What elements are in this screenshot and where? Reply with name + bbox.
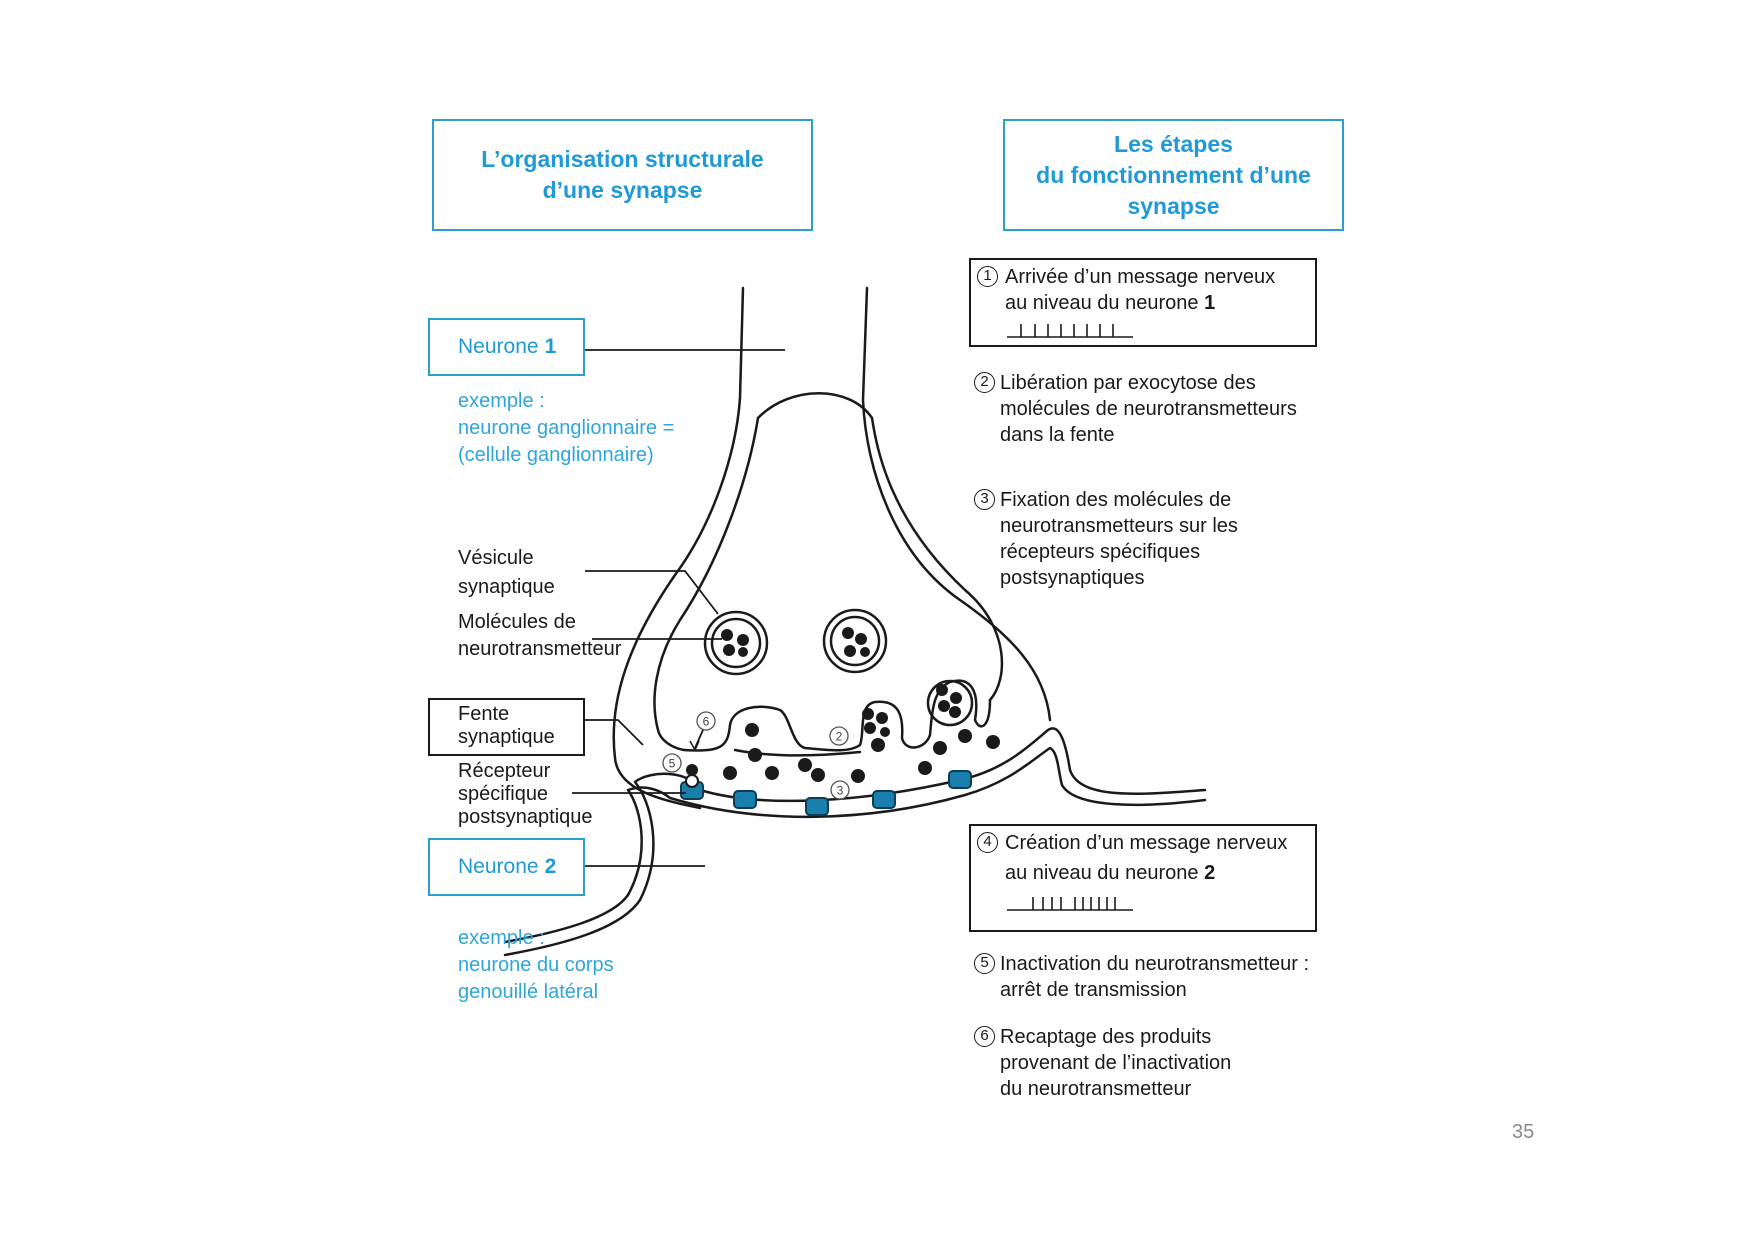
step-2-number: 2 [974, 372, 995, 393]
marker-5: 5 [669, 757, 676, 771]
step-1-line1: Arrivée d’un message nerveux [1005, 266, 1276, 288]
step-4-line1: Création d’un message nerveux [1005, 832, 1288, 854]
label-molecules: Molécules de neurotransmetteur [458, 609, 621, 663]
step-4-bold-number: 2 [1204, 862, 1216, 884]
label-fente-line1: Fente [458, 703, 510, 725]
postsynaptic-membrane-inner [626, 746, 1207, 897]
step-3-number: 3 [974, 489, 995, 510]
presynaptic-outer-membrane [612, 286, 745, 810]
vesicle-1-inner [710, 617, 762, 669]
action-potential-ticks-2 [1007, 897, 1133, 911]
step-5-line1: Inactivation du neurotransmetteur : [1000, 953, 1310, 975]
step-3: 3 Fixation des molécules de neurotransme… [970, 487, 1238, 591]
neurone2-number: 2 [544, 855, 557, 878]
vesicle-1-outer [703, 610, 769, 676]
inner-fold [733, 748, 862, 757]
neurone2-example-line1: exemple : [458, 927, 545, 949]
neurone1-example-line2: neurone ganglionnaire = [458, 417, 675, 439]
neurone1-number: 1 [544, 335, 557, 358]
title-etapes-line3: synapse [1127, 192, 1220, 219]
label-recepteur-line1: Récepteur [458, 760, 551, 782]
label-fente-box: Fente synaptique [428, 698, 585, 756]
step-4-number: 4 [977, 832, 998, 853]
neurone2-label: Neurone [458, 855, 539, 878]
step-3-line3: récepteurs spécifiques [1000, 541, 1201, 563]
label-vesicule: Vésicule synaptique [458, 544, 555, 602]
vesicle-2-outer [822, 608, 888, 674]
step-2-line3: dans la fente [1000, 424, 1115, 446]
neurone2-axon-inner [503, 893, 630, 944]
label-recepteur-line2: spécifique [458, 783, 549, 805]
presynaptic-bottom-membrane [682, 679, 992, 752]
step-6-line3: du neurotransmetteur [1000, 1078, 1192, 1100]
neurotransmitter-molecules [686, 627, 1000, 783]
step-6-line2: provenant de l’inactivation [1000, 1052, 1232, 1074]
label-molecules-line2: neurotransmetteur [458, 638, 622, 660]
receptor-bound-molecule [685, 774, 699, 788]
vesicle-3-outer [926, 679, 974, 727]
presynaptic-inner-membrane [756, 392, 1004, 702]
presynaptic-outer-membrane-right [861, 286, 1052, 722]
presynaptic-inner-membrane-left [653, 416, 760, 752]
vesicle-2-inner [829, 615, 881, 667]
title-etapes-line2: du fonctionnement d’une [1036, 161, 1311, 188]
step-3-line2: neurotransmetteurs sur les [1000, 515, 1238, 537]
step-3-line4: postsynaptiques [1000, 567, 1145, 589]
neurone1-label: Neurone [458, 335, 539, 358]
marker-2: 2 [836, 730, 843, 744]
neurone1-example: exemple : neurone ganglionnaire = (cellu… [458, 388, 674, 469]
marker-6: 6 [703, 715, 710, 729]
vesicles [703, 608, 974, 727]
title-etapes: Les étapes du fonctionnement d’une synap… [1003, 119, 1344, 231]
neurone2-example-line3: genouillé latéral [458, 981, 599, 1003]
marker-6-arrow [694, 729, 704, 749]
step-5: 5 Inactivation du neurotransmetteur : ar… [970, 951, 1309, 1003]
neurone2-example: exemple : neurone du corps genouillé lat… [458, 925, 614, 1006]
step-4: 4 Création d’un message nerveux au nivea… [969, 824, 1317, 932]
neurone1-label-box: Neurone 1 [428, 318, 585, 376]
label-recepteur: Récepteur spécifique postsynaptique [458, 760, 593, 829]
step-3-line1: Fixation des molécules de [1000, 489, 1232, 511]
step-6: 6 Recaptage des produits provenant de l’… [970, 1024, 1231, 1102]
label-recepteur-line3: postsynaptique [458, 806, 593, 828]
label-molecules-line1: Molécules de [458, 611, 576, 633]
leader-fente [584, 719, 644, 746]
step-5-number: 5 [974, 953, 995, 974]
marker-3: 3 [837, 784, 844, 798]
neurone2-example-line2: neurone du corps [458, 954, 614, 976]
label-vesicule-line2: synaptique [458, 576, 555, 598]
step-1: 1 Arrivée d’un message nerveux au niveau… [969, 258, 1317, 347]
step-1-line2: au niveau du neurone 1 [1005, 292, 1216, 314]
title-organisation-line2: d’une synapse [542, 177, 703, 203]
step-6-number: 6 [974, 1026, 995, 1047]
step-2-line1: Libération par exocytose des [1000, 372, 1256, 394]
diagram-markers [662, 711, 850, 800]
step-2-line2: molécules de neurotransmetteurs [1000, 398, 1297, 420]
postsynaptic-membrane-outer [633, 727, 1207, 902]
title-organisation-line1: L’organisation structurale [481, 146, 764, 172]
leader-vesicule [585, 570, 719, 615]
step-2: 2 Libération par exocytose des molécules… [970, 370, 1297, 448]
page-number: 35 [1512, 1121, 1535, 1143]
step-4-line2: au niveau du neurone 2 [1005, 862, 1216, 884]
label-vesicule-line1: Vésicule [458, 547, 534, 569]
action-potential-ticks-1 [1007, 324, 1133, 338]
neurone2-label-box: Neurone 2 [428, 838, 585, 896]
label-fente-line2: synaptique [458, 726, 555, 748]
title-organisation: L’organisation structurale d’une synapse [432, 119, 813, 231]
step-1-bold-number: 1 [1204, 292, 1216, 314]
title-etapes-line1: Les étapes [1114, 130, 1233, 157]
neurone2-axon [503, 898, 642, 957]
neurone1-example-line1: exemple : [458, 390, 545, 412]
postsynaptic-receptors [680, 770, 972, 816]
step-5-line2: arrêt de transmission [1000, 979, 1187, 1001]
neurone1-example-line3: (cellule ganglionnaire) [458, 444, 654, 466]
step-6-line1: Recaptage des produits [1000, 1026, 1212, 1048]
step-1-number: 1 [977, 266, 998, 287]
leader-lines [572, 349, 785, 867]
